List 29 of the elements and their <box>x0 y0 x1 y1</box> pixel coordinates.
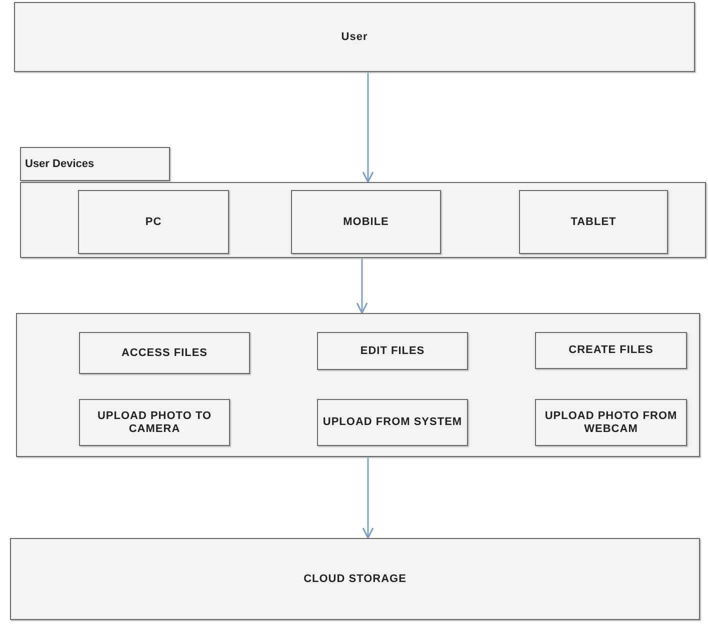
arrow <box>362 72 374 183</box>
node-label: MOBILE <box>342 216 390 228</box>
process-box <box>14 2 695 72</box>
process-box <box>10 538 700 620</box>
node-label: EDIT FILES <box>359 344 426 358</box>
node-label: UPLOAD PHOTO FROM WEBCAM <box>544 410 678 436</box>
process-box <box>535 332 687 369</box>
node-label: PC <box>144 216 163 228</box>
node-label: TABLET <box>570 216 618 228</box>
node-label: UPLOAD PHOTO TO CAMERA <box>96 410 213 436</box>
arrow <box>356 258 368 314</box>
process-box <box>78 190 229 254</box>
node-label: User <box>340 30 369 44</box>
group-box <box>16 313 700 457</box>
process-box <box>535 399 687 446</box>
node-label: CLOUD STORAGE <box>302 572 408 586</box>
node-label: ACCESS FILES <box>120 346 209 360</box>
process-box <box>291 190 441 254</box>
process-box <box>79 399 230 446</box>
group-box <box>20 182 706 258</box>
node-label: User Devices <box>24 158 96 170</box>
process-box <box>519 190 668 254</box>
process-box <box>317 399 468 446</box>
process-box <box>317 332 468 370</box>
process-box <box>79 332 250 374</box>
group-tab <box>20 147 170 181</box>
node-label: CREATE FILES <box>568 344 654 357</box>
node-label: UPLOAD FROM SYSTEM <box>322 416 464 429</box>
arrow <box>362 457 374 539</box>
